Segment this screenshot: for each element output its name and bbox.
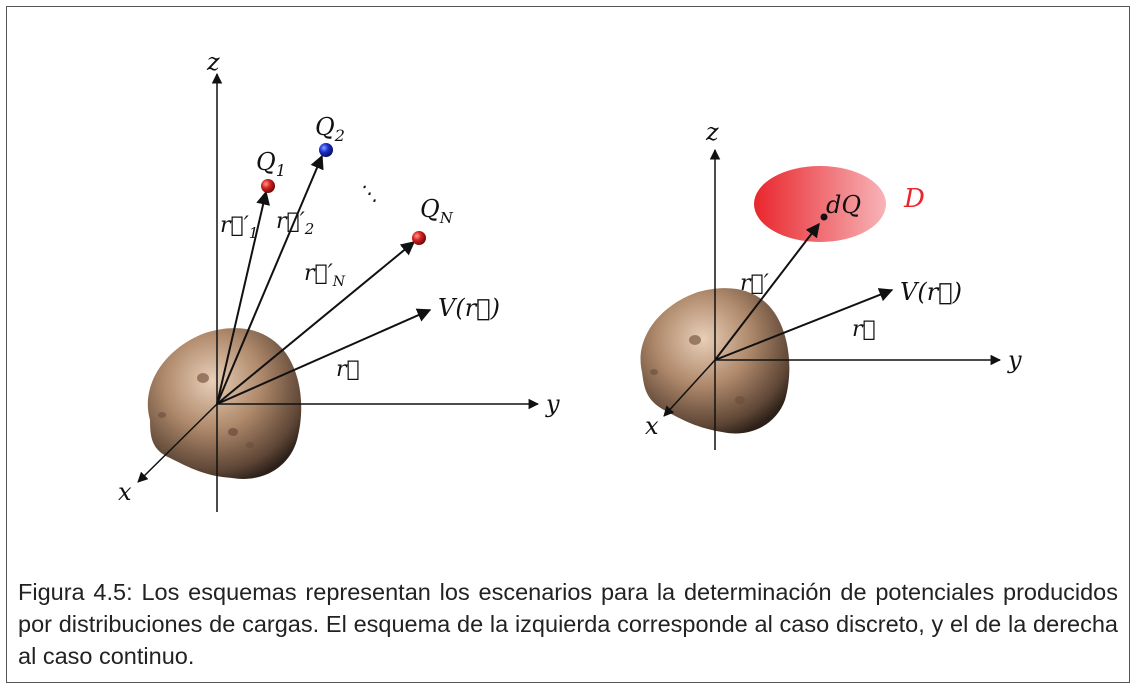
vector-label-r-prime: r⃗′: [740, 271, 769, 296]
axis-label-z: z: [705, 118, 719, 146]
vector-label-r2: r⃗′2: [276, 209, 314, 238]
caption-text: Los esquemas representan los escenarios …: [18, 579, 1119, 669]
charge-qn: [412, 231, 426, 245]
axis-label-y: y: [1007, 346, 1022, 374]
axis-label-x: x: [645, 412, 659, 440]
charge-element-dot: [820, 213, 828, 221]
crater: [650, 369, 658, 375]
axis-label-x: x: [118, 478, 132, 506]
vector-label-rn: r⃗′N: [304, 261, 346, 290]
x-axis: [137, 403, 218, 483]
crater: [158, 412, 166, 418]
charge-label-qn: QN: [420, 195, 454, 227]
vector-r: [216, 308, 432, 405]
crater: [735, 396, 745, 404]
vector-r: [714, 288, 894, 361]
figure-caption: Figura 4.5: Los esquemas representan los…: [18, 576, 1118, 672]
charge-q2: [319, 143, 333, 157]
vector-r-prime: [714, 222, 820, 361]
vector-label-r: r⃗: [336, 357, 360, 382]
crater: [689, 335, 701, 345]
charge-label-q2: Q2: [315, 113, 345, 145]
potential-label: V(r⃗): [438, 294, 500, 322]
caption-prefix: Figura 4.5:: [18, 579, 133, 605]
x-axis: [663, 359, 716, 417]
charge-region: [754, 166, 886, 242]
charge-q1: [261, 179, 275, 193]
charge-diagrams: z y x Q1 Q2 QN ⋱ r⃗′1 r⃗′2 r⃗′N V(r⃗) r⃗…: [118, 48, 1022, 512]
axis-label-z: z: [206, 48, 220, 76]
vector-rN: [216, 241, 416, 405]
potential-label: V(r⃗): [900, 278, 962, 306]
ellipsis: ⋱: [358, 181, 378, 205]
axis-label-y: y: [545, 390, 560, 418]
region-label: D: [903, 184, 925, 214]
vector-label-r: r⃗: [852, 317, 876, 342]
crater: [197, 373, 209, 383]
left-diagram: z y x Q1 Q2 QN ⋱ r⃗′1 r⃗′2 r⃗′N V(r⃗) r⃗: [118, 48, 560, 512]
crater: [246, 442, 254, 448]
crater: [228, 428, 238, 436]
vector-r2: [216, 154, 324, 405]
charge-label-q1: Q1: [256, 148, 286, 180]
right-diagram: z y x dQ D r⃗′ V(r⃗) r⃗: [640, 118, 1022, 450]
vector-r1: [216, 190, 270, 405]
vector-label-r1: r⃗′1: [220, 213, 258, 242]
charge-element-label: dQ: [826, 191, 861, 219]
